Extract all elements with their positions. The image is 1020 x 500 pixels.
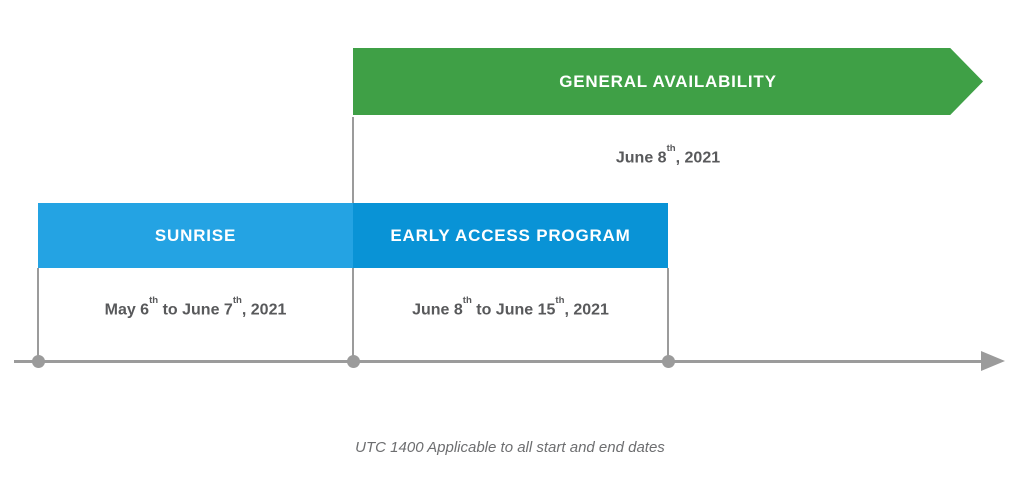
general-availability-banner: GENERAL AVAILABILITY — [353, 48, 983, 115]
sunrise-date-text-2: to June 7 — [158, 301, 233, 319]
sunrise-date-range: May 6th to June 7th, 2021 — [38, 295, 353, 319]
connector-line-ga — [352, 117, 354, 203]
timeline-axis — [14, 360, 982, 363]
early-access-program-label: EARLY ACCESS PROGRAM — [390, 225, 631, 245]
sunrise-date-text: May 6 — [104, 301, 150, 319]
sunrise-date-superscript-2: th — [232, 294, 242, 306]
sunrise-date-superscript-1: th — [149, 294, 159, 306]
connector-line-middle — [352, 268, 354, 356]
general-availability-label: GENERAL AVAILABILITY — [559, 71, 777, 91]
sunrise-phase-bar: SUNRISE — [38, 203, 353, 268]
ga-date-text: June 8 — [615, 149, 667, 167]
ga-date-year: , 2021 — [675, 149, 721, 167]
timeline-arrowhead-icon — [981, 351, 1005, 371]
eap-date-superscript-2: th — [555, 294, 565, 306]
eap-date-year: , 2021 — [564, 301, 609, 319]
ga-date-superscript: th — [666, 142, 676, 154]
timeline-dot-start — [32, 355, 45, 368]
connector-line-start — [37, 268, 39, 356]
eap-date-text-2: to June 15 — [471, 301, 556, 319]
sunrise-date-year: , 2021 — [241, 301, 287, 319]
early-access-date-range: June 8th to June 15th, 2021 — [353, 295, 668, 319]
eap-date-superscript-1: th — [462, 294, 472, 306]
eap-date-text: June 8 — [412, 301, 463, 319]
sunrise-label: SUNRISE — [154, 225, 237, 245]
utc-footnote: UTC 1400 Applicable to all start and end… — [355, 439, 665, 456]
timeline-dot-middle — [347, 355, 360, 368]
timeline-dot-end — [662, 355, 675, 368]
early-access-program-phase-bar: EARLY ACCESS PROGRAM — [353, 203, 668, 268]
connector-line-end — [667, 268, 669, 356]
general-availability-date: June 8th, 2021 — [353, 143, 983, 167]
phase-bars: SUNRISE EARLY ACCESS PROGRAM — [38, 203, 668, 268]
